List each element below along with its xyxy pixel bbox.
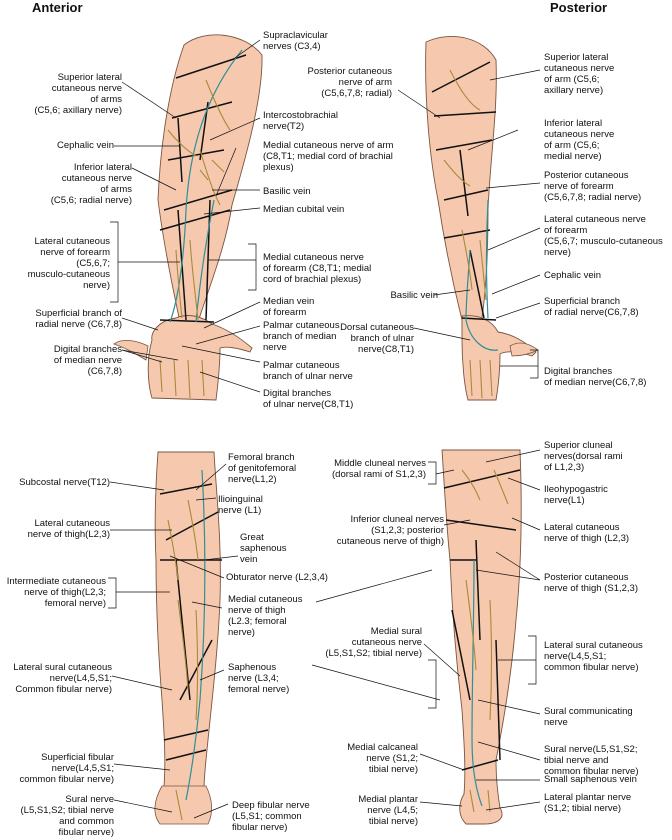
label-superior-lateral-cutaneous-nerve-of-arms: Superior lateral cutaneous nerve of arms…: [34, 72, 122, 116]
label-great-saphenous-vein: Great saphenous vein: [240, 532, 287, 565]
label-median-vein-of-forearm: Median vein of forearm: [263, 296, 315, 318]
label-superficial-fibular-nerve: Superficial fibular nerve(L4,5,S1; commo…: [19, 752, 114, 785]
label-superior-cluneal-nerves: Superior cluneal nerves(dorsal rami of L…: [544, 440, 623, 473]
label-medial-cutaneous-nerve-of-forearm: Medial cutaneous nerve of forearm (C8,T1…: [263, 252, 372, 285]
label-medial-cutaneous-nerve-of-thigh: Medial cutaneous nerve of thigh (L2.3; f…: [228, 594, 303, 638]
label-dorsal-cutaneous-branch-ulnar: Dorsal cutaneous branch of ulnar nerve(C…: [340, 322, 414, 355]
label-digital-branches-median-anterior: Digital branches of median nerve (C6,7,8…: [53, 344, 122, 377]
label-ilioinguinal-nerve: Ilioinguinal nerve (L1): [218, 494, 263, 516]
label-middle-cluneal-nerves: Middle cluneal nerves (dorsal rami of S1…: [332, 458, 426, 480]
label-sural-communicating-nerve: Sural communicating nerve: [544, 706, 633, 728]
label-lateral-cutaneous-nerve-of-thigh-posterior: Lateral cutaneous nerve of thigh (L2,3): [544, 522, 630, 544]
anterior-arm: [113, 34, 263, 401]
label-lateral-cutaneous-nerve-of-forearm-posterior: Lateral cutaneous nerve of forearm (C5,6…: [544, 214, 663, 258]
label-medial-calcaneal-nerve: Medial calcaneal nerve (S1,2; tibial ner…: [347, 742, 418, 775]
label-femoral-branch-genitofemoral: Femoral branch of genitofemoral nerve(L1…: [228, 452, 297, 485]
label-inferior-lateral-cutaneous-nerve-of-arm-posterior: Inferior lateral cutaneous nerve of arm …: [544, 118, 615, 162]
label-superficial-branch-radial-posterior: Superficial branch of radial nerve(C6,7,…: [544, 296, 639, 318]
label-palmar-cutaneous-branch-median: Palmar cutaneous branch of median nerve: [263, 320, 340, 353]
anterior-leg: [154, 451, 222, 825]
label-intercostobrachial-nerve: Intercostobrachial nerve(T2): [263, 110, 338, 132]
label-digital-branches-median-posterior: Digital branches of median nerve(C6,7,8): [544, 366, 647, 388]
leader-lines: [108, 39, 541, 819]
posterior-leg: [441, 449, 522, 825]
label-lateral-sural-cutaneous-nerve-posterior: Lateral sural cutaneous nerve(L4,5,S1; c…: [544, 640, 643, 673]
label-deep-fibular-nerve: Deep fibular nerve (L5,S1; common fibula…: [232, 800, 310, 833]
label-subcostal-nerve: Subcostal nerve(T12): [19, 477, 110, 488]
label-inferior-cluneal-nerves: Inferior cluneal nerves (S1,2,3; posteri…: [336, 514, 444, 547]
label-cephalic-vein-posterior: Cephalic vein: [544, 270, 602, 281]
label-medial-plantar-nerve: Medial plantar nerve (L4,5; tibial nerve…: [358, 794, 418, 827]
label-superficial-branch-radial-anterior: Superficial branch of radial nerve (C6,7…: [35, 308, 122, 330]
label-medial-sural-cutaneous-nerve: Medial sural cutaneous nerve (L5,S1,S2; …: [325, 626, 422, 659]
label-sural-nerve-posterior: Sural nerve(L5,S1,S2; tibial nerve and c…: [544, 744, 639, 777]
label-obturator-nerve: Obturator nerve (L2,3,4): [226, 572, 328, 583]
label-saphenous-nerve: Saphenous nerve (L3,4; femoral nerve): [228, 662, 290, 695]
label-supraclavicular-nerves: Supraclavicular nerves (C3,4): [263, 30, 328, 52]
label-basilic-vein-posterior: Basilic vein: [390, 290, 438, 301]
label-sural-nerve-anterior: Sural nerve (L5,S1,S2; tibial nerve and …: [20, 794, 114, 838]
label-superior-lateral-cutaneous-nerve-of-arm-posterior: Superior lateral cutaneous nerve of arm …: [544, 52, 615, 96]
label-lateral-cutaneous-nerve-of-forearm-anterior: Lateral cutaneous nerve of forearm (C5,6…: [27, 236, 110, 291]
label-median-cubital-vein: Median cubital vein: [263, 204, 345, 215]
label-basilic-vein-anterior: Basilic vein: [263, 186, 311, 197]
label-palmar-cutaneous-branch-ulnar: Palmar cutaneous branch of ulnar nerve: [263, 360, 353, 382]
label-intermediate-cutaneous-nerve-of-thigh: Intermediate cutaneous nerve of thigh(L2…: [6, 576, 106, 609]
label-posterior-cutaneous-nerve-of-arm: Posterior cutaneous nerve of arm (C5,6,7…: [307, 66, 393, 99]
label-small-saphenous-vein: Small saphenous vein: [544, 774, 637, 785]
label-iliohypogastric-nerve: Ileohypogastric nerve(L1): [544, 484, 608, 506]
label-lateral-sural-cutaneous-nerve-anterior: Lateral sural cutaneous nerve(L4,5,S1; C…: [13, 662, 112, 695]
label-digital-branches-ulnar: Digital branches of ulnar nerve(C8,T1): [263, 388, 354, 410]
label-lateral-plantar-nerve: Lateral plantar nerve (S1,2; tibial nerv…: [544, 792, 632, 814]
label-posterior-cutaneous-nerve-of-forearm: Posterior cutaneous nerve of forearm (C5…: [544, 170, 642, 203]
label-lateral-cutaneous-nerve-of-thigh-anterior: Lateral cutaneous nerve of thigh(L2,3): [27, 518, 110, 540]
anterior-heading: Anterior: [32, 0, 83, 15]
posterior-heading: Posterior: [550, 0, 608, 15]
label-cephalic-vein-anterior: Cephalic vein: [56, 140, 114, 151]
posterior-arm: [425, 35, 539, 401]
label-posterior-cutaneous-nerve-of-thigh: Posterior cutaneous nerve of thigh (S1,2…: [544, 572, 638, 594]
label-inferior-lateral-cutaneous-nerve-of-arms: Inferior lateral cutaneous nerve of arms…: [50, 162, 132, 206]
label-medial-cutaneous-nerve-of-arm: Medial cutaneous nerve of arm (C8,T1; me…: [263, 140, 394, 173]
